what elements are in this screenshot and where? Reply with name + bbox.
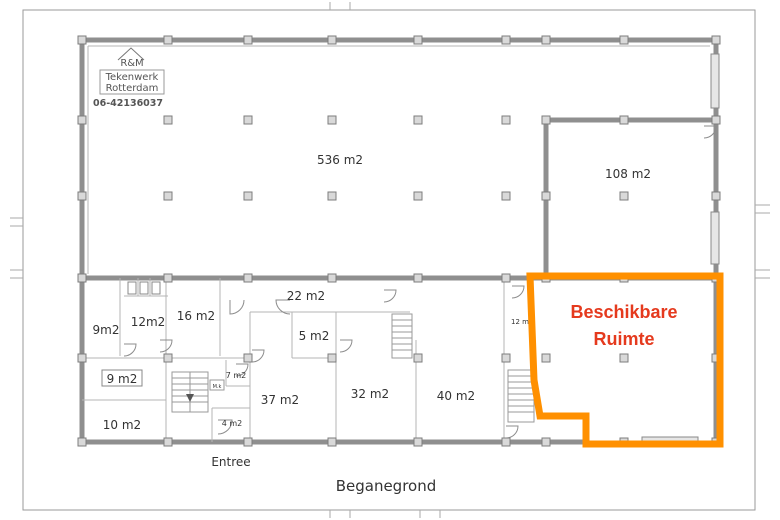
column — [711, 191, 721, 201]
column — [327, 437, 337, 447]
column — [541, 353, 551, 363]
column — [77, 273, 87, 283]
company-logo: R&M Tekenwerk Rotterdam 06-42136037 — [93, 47, 165, 109]
sheet-frame — [22, 9, 756, 511]
room-label-108: 108 m2 — [605, 167, 651, 181]
column — [163, 191, 173, 201]
column — [327, 353, 337, 363]
column — [327, 115, 337, 125]
room-9-box — [101, 369, 143, 387]
column — [243, 35, 253, 45]
column — [501, 35, 511, 45]
available-space-label: Beschikbare Ruimte — [570, 302, 677, 349]
column — [243, 273, 253, 283]
column — [619, 191, 629, 201]
column — [501, 273, 511, 283]
column — [413, 353, 423, 363]
column — [541, 437, 551, 447]
room-label-4: 4 m2 — [222, 419, 243, 428]
highlight-line1: Beschikbare — [570, 302, 677, 322]
meter-label: M.k — [213, 384, 222, 390]
column — [541, 115, 551, 125]
toilets — [127, 278, 161, 296]
column — [619, 353, 629, 363]
dimension-lines — [10, 2, 770, 518]
outer-walls — [79, 37, 721, 445]
column — [77, 191, 87, 201]
column — [501, 191, 511, 201]
column — [541, 35, 551, 45]
column — [163, 35, 173, 45]
column — [501, 437, 511, 447]
column — [163, 353, 173, 363]
column — [163, 273, 173, 283]
windows — [641, 53, 720, 446]
room-label-7: 7 m2 — [226, 371, 247, 380]
logo-line1: R&M — [120, 58, 143, 69]
room-label-22: 22 m2 — [287, 289, 325, 303]
column — [77, 115, 87, 125]
column — [327, 191, 337, 201]
room-labels: 536 m2 108 m2 22 m2 9m2 12m2 16 m2 9 m2 … — [93, 153, 652, 432]
room-label-32: 32 m2 — [351, 387, 389, 401]
logo-line3: Rotterdam — [106, 83, 159, 94]
column — [619, 115, 629, 125]
column — [413, 35, 423, 45]
entrance-label: Entree — [211, 455, 250, 469]
columns — [77, 35, 721, 447]
house-icon — [117, 47, 145, 61]
window-2 — [710, 211, 720, 265]
column — [413, 273, 423, 283]
column — [711, 35, 721, 45]
column — [619, 35, 629, 45]
column — [501, 353, 511, 363]
column — [243, 437, 253, 447]
room-label-12b: 12 m — [511, 318, 529, 326]
room-label-12: 12m2 — [131, 315, 166, 329]
room-label-16: 16 m2 — [177, 309, 215, 323]
room-label-10: 10 m2 — [103, 418, 141, 432]
column — [711, 115, 721, 125]
doors — [123, 125, 717, 439]
room-label-536: 536 m2 — [317, 153, 363, 167]
available-space-outline — [526, 272, 724, 448]
column — [243, 115, 253, 125]
column — [413, 437, 423, 447]
column — [541, 191, 551, 201]
room-label-9m2: 9m2 — [93, 323, 120, 337]
column — [77, 353, 87, 363]
column — [243, 191, 253, 201]
interior-walls — [79, 117, 719, 442]
room-label-5: 5 m2 — [299, 329, 330, 343]
highlight-line2: Ruimte — [593, 329, 654, 349]
window-1 — [710, 53, 720, 109]
room-label-37: 37 m2 — [261, 393, 299, 407]
column — [243, 353, 253, 363]
column — [501, 115, 511, 125]
column — [163, 437, 173, 447]
room-label-9: 9 m2 — [107, 372, 138, 386]
column — [163, 115, 173, 125]
room-label-40: 40 m2 — [437, 389, 475, 403]
logo-phone: 06-42136037 — [93, 98, 163, 109]
logo-line2: Tekenwerk — [105, 72, 159, 83]
column — [327, 35, 337, 45]
column — [413, 115, 423, 125]
column — [77, 35, 87, 45]
column — [327, 273, 337, 283]
column — [77, 437, 87, 447]
floor-title: Beganegrond — [336, 477, 437, 495]
column — [413, 191, 423, 201]
